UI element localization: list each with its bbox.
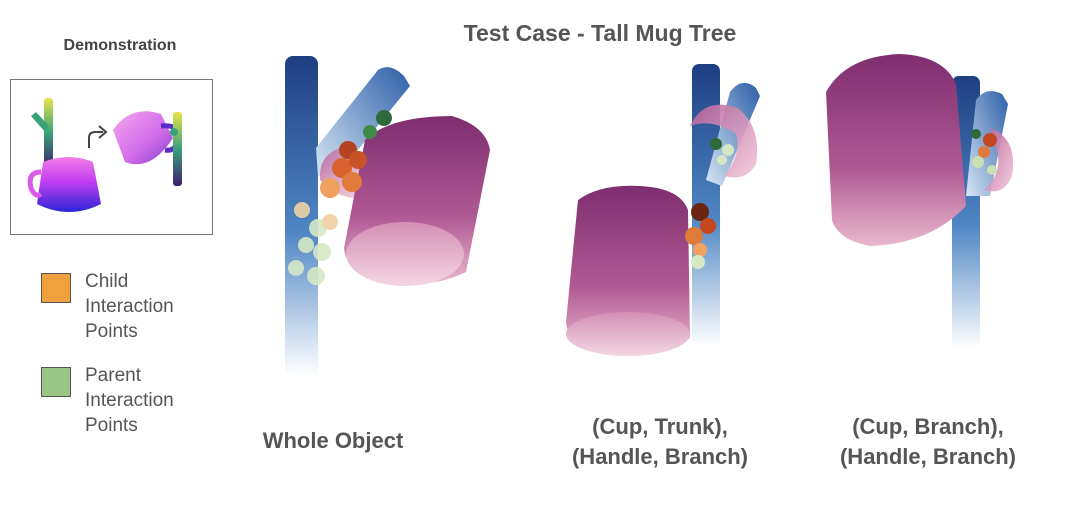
legend-child-label: Child Interaction Points — [85, 271, 174, 342]
points-3 — [971, 129, 997, 175]
child-points — [320, 110, 392, 198]
parent-points — [288, 202, 338, 285]
scene-cup-branch — [826, 54, 1014, 348]
legend-child: Child Interaction Points — [41, 269, 221, 349]
scene-cup-trunk — [566, 64, 760, 356]
demonstration-title: Demonstration — [63, 37, 177, 54]
panel-label-cup-trunk: (Cup, Trunk), (Handle, Branch) — [571, 414, 749, 469]
panel-label-whole-object: Whole Object — [262, 428, 404, 453]
legend-parent-label: Parent Interaction Points — [85, 365, 174, 436]
child-points-2 — [685, 203, 716, 257]
main-title: Test Case - Tall Mug Tree — [463, 20, 737, 46]
demonstration-image — [10, 79, 213, 235]
parent-points-2 — [691, 138, 734, 269]
scene-whole-object — [285, 56, 490, 376]
legend-parent: Parent Interaction Points — [41, 363, 221, 443]
legend-parent-swatch — [41, 367, 71, 397]
panel-label-cup-branch: (Cup, Branch), (Handle, Branch) — [839, 414, 1017, 469]
legend-child-swatch — [41, 273, 71, 303]
